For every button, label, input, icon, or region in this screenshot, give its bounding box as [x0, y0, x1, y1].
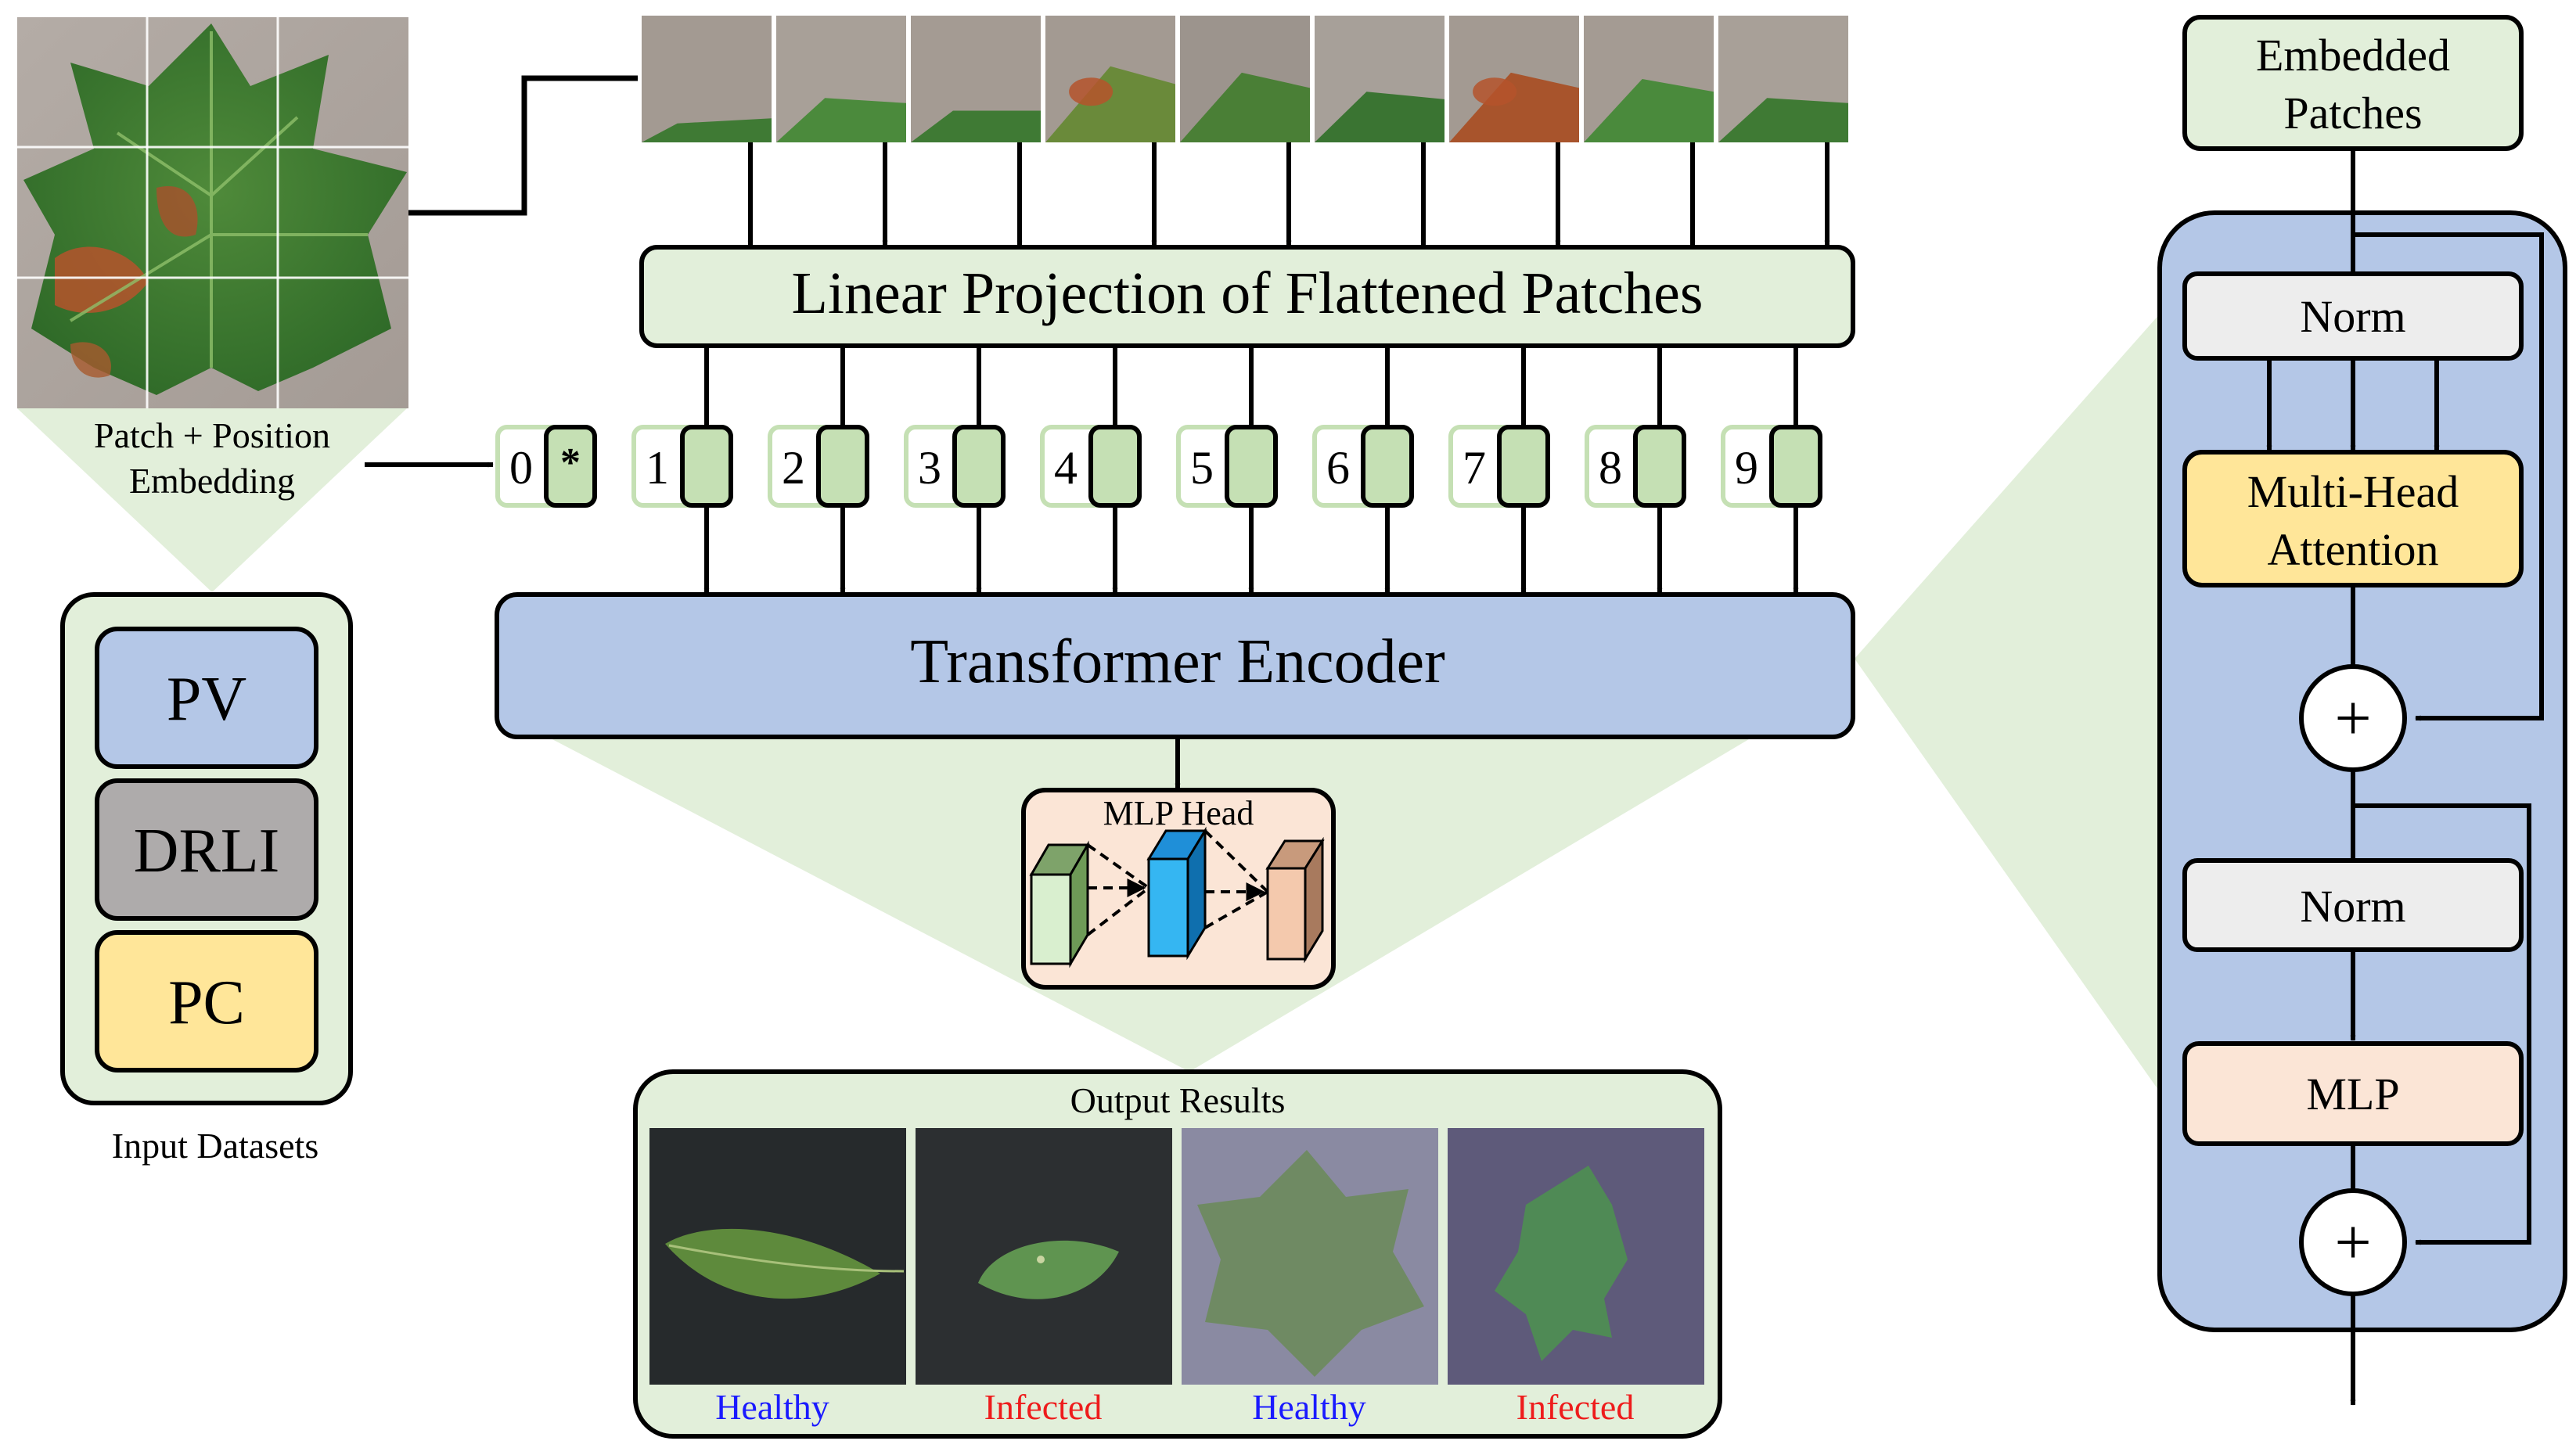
position-token: 6 [1312, 425, 1414, 508]
position-token: 2 [768, 425, 869, 508]
class-token-marker: * [560, 440, 581, 485]
output-label-4: Infected [1516, 1387, 1635, 1427]
dataset-pc-box [95, 930, 318, 1073]
embedding-caption-line2: Embedding [129, 461, 295, 501]
encoder-zoom-funnel [1855, 305, 2168, 1103]
output-label-1: Healthy [715, 1387, 829, 1427]
token-index: 3 [918, 442, 941, 494]
embedded-patches-line1: Embedded [2256, 30, 2450, 81]
token-arrows [703, 346, 1799, 594]
patch-thumbnail [776, 16, 906, 142]
output-results-panel: Output Results Healthy Infected Healthy … [633, 1069, 1722, 1439]
token-index: 5 [1190, 442, 1214, 494]
position-token: 1 [631, 425, 733, 508]
patch-thumbnail [642, 16, 772, 142]
position-token: 4 [1040, 425, 1142, 508]
dataset-pc-label: PC [168, 968, 245, 1037]
token-index: 1 [646, 442, 669, 494]
token-index: 7 [1462, 442, 1486, 494]
input-datasets-panel: PV DRLI PC [60, 592, 353, 1105]
mlp-head-label: MLP Head [1103, 794, 1254, 832]
encoder-block-container [2157, 210, 2567, 1332]
position-token: 8 [1585, 425, 1686, 508]
token-index: 4 [1054, 442, 1078, 494]
token-index: 0 [509, 442, 533, 494]
mlp-head: MLP Head [1021, 788, 1336, 990]
norm1-label: Norm [2300, 291, 2405, 342]
dataset-drli-box [95, 778, 318, 921]
patch-row [642, 16, 1848, 142]
output-image-2 [916, 1128, 1172, 1385]
output-label-3: Healthy [1252, 1387, 1366, 1427]
patch-arrows [747, 142, 1830, 246]
embedding-funnel [17, 408, 407, 592]
output-results-title: Output Results [1070, 1080, 1286, 1120]
dataset-drli-label: DRLI [134, 817, 280, 886]
token-index: 2 [782, 442, 805, 494]
output-label-2: Infected [984, 1387, 1103, 1427]
attention-line2: Attention [2267, 524, 2438, 575]
position-token: 5 [1176, 425, 1278, 508]
output-image-4 [1448, 1128, 1704, 1385]
position-token: 7 [1448, 425, 1550, 508]
output-image-1 [649, 1128, 906, 1385]
embedding-caption-line1: Patch + Position [94, 415, 330, 455]
token-index: 8 [1599, 442, 1622, 494]
linear-projection-label: Linear Projection of Flattened Patches [792, 260, 1704, 326]
patch-thumbnail [1449, 16, 1579, 142]
encoder-block-detail: Embedded Patches Norm Multi-Head Attenti… [2157, 15, 2567, 1406]
patch-thumbnail [1045, 16, 1175, 142]
patch-thumbnail [911, 16, 1041, 142]
mlp-label: MLP [2306, 1069, 2399, 1119]
position-token: 0* [495, 425, 597, 508]
input-datasets-caption: Input Datasets [112, 1126, 318, 1166]
position-token: 9 [1721, 425, 1822, 508]
image-to-patches-arrow [408, 75, 639, 216]
linear-projection-box [639, 245, 1855, 348]
patch-thumbnail [1718, 16, 1848, 142]
dataset-pv-label: PV [167, 665, 246, 734]
transformer-encoder-box [495, 592, 1855, 739]
output-image-3 [1182, 1128, 1438, 1385]
patch-thumbnail [1315, 16, 1445, 142]
token-index: 9 [1735, 442, 1758, 494]
embedded-patches-line2: Patches [2283, 88, 2422, 138]
patch-thumbnail [1180, 16, 1310, 142]
patch-thumbnail [1584, 16, 1714, 142]
transformer-encoder-label: Transformer Encoder [910, 627, 1445, 696]
add-symbol-2: + [2334, 1206, 2371, 1279]
add-symbol-1: + [2334, 682, 2371, 755]
position-token: 3 [904, 425, 1006, 508]
norm2-label: Norm [2300, 881, 2405, 932]
token-index: 6 [1326, 442, 1350, 494]
input-leaf-image [17, 17, 408, 408]
dataset-pv-box [95, 627, 318, 769]
attention-line1: Multi-Head [2247, 466, 2459, 517]
